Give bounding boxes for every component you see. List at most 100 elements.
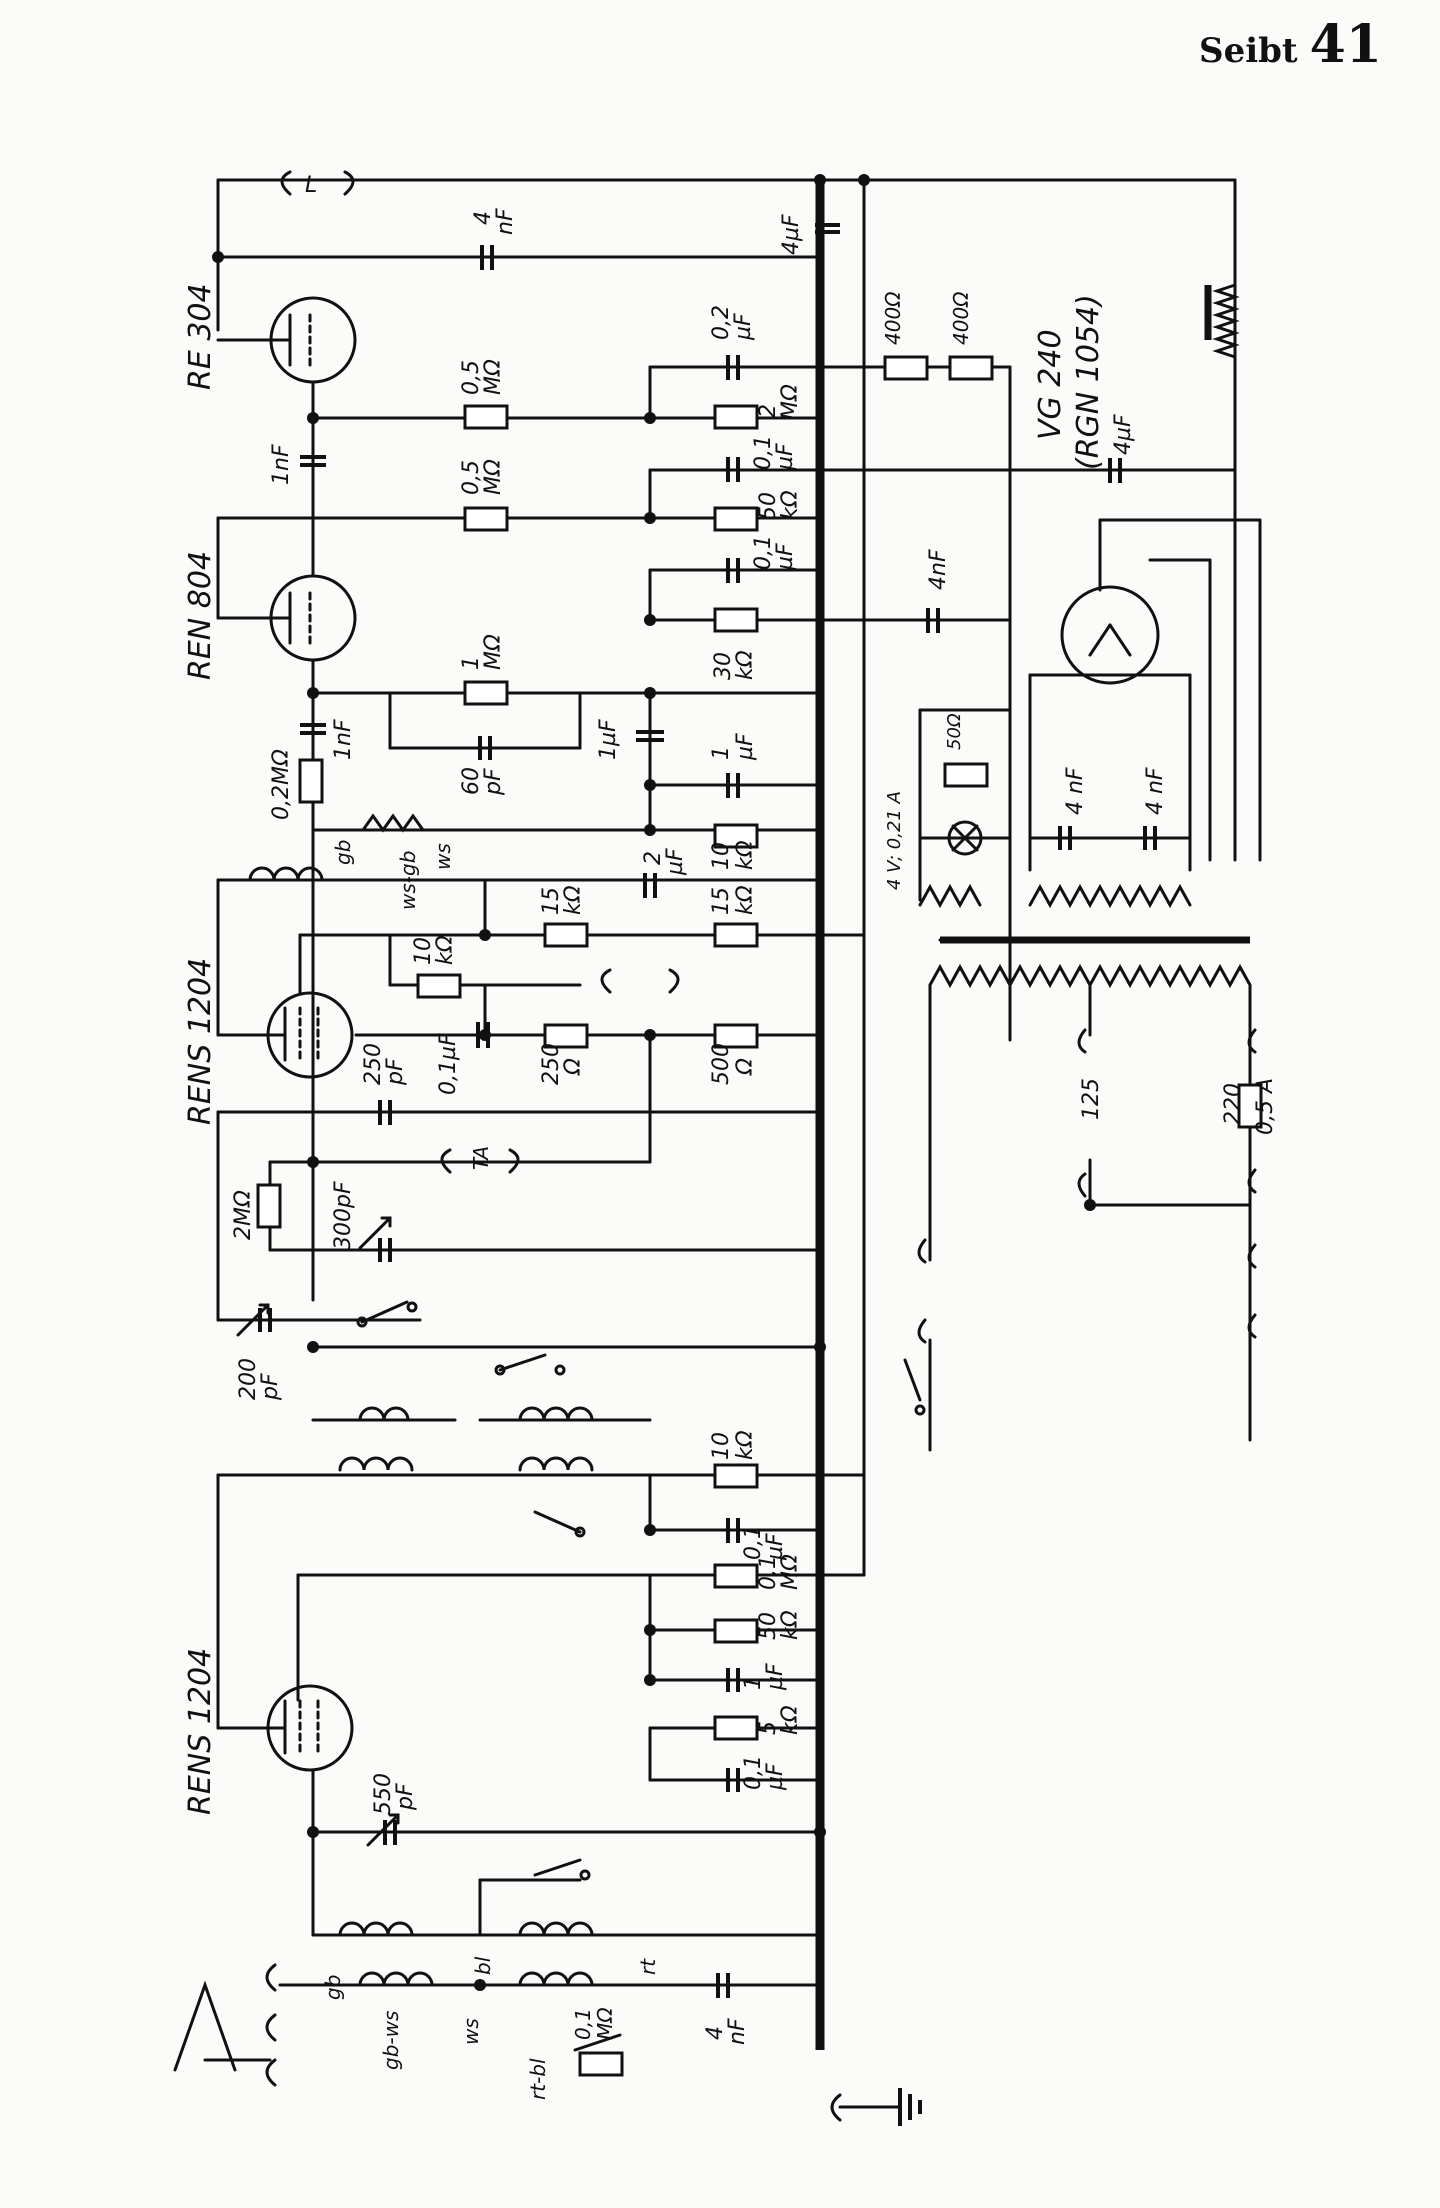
res-label: 2MΩ xyxy=(231,1190,256,1240)
cap-label: 1nF xyxy=(331,719,356,760)
variable-cap-arrow xyxy=(366,1813,400,1847)
cap-label: 2 xyxy=(641,851,666,865)
cap-label: 0,1 xyxy=(741,1755,766,1790)
cap-label: 300pF xyxy=(331,1181,356,1250)
pickup-label: TA xyxy=(469,1146,493,1170)
wire-label: gb xyxy=(331,840,355,865)
fuse-label: 0,5 A xyxy=(1253,1078,1278,1135)
lamp xyxy=(947,820,983,856)
res-label: 10 xyxy=(709,842,734,870)
res-label: MΩ xyxy=(778,1554,803,1590)
cap-label: 0,1 xyxy=(751,535,776,570)
res-label: 50 xyxy=(756,492,781,520)
cap-label: 4µF xyxy=(1111,414,1136,455)
cap-label: µF xyxy=(763,1533,788,1561)
cap-label: nF xyxy=(493,208,518,235)
res-label: Ω xyxy=(561,1058,586,1076)
junction-dots xyxy=(212,174,1096,1991)
res-label: MΩ xyxy=(481,359,506,395)
res-label: 220 xyxy=(1221,1083,1246,1125)
res-label: MΩ xyxy=(481,459,506,495)
res-label: 0,5 xyxy=(459,360,484,395)
cap-label: µF xyxy=(731,313,756,341)
brand-label: Seibt xyxy=(1199,31,1298,71)
switches xyxy=(356,1300,926,2052)
res-label: kΩ xyxy=(733,885,758,915)
res-label: 50 xyxy=(756,1612,781,1640)
tube-label-re304: RE 304 xyxy=(183,283,218,390)
page-header: Seibt 41 xyxy=(1199,14,1382,75)
res-label: 0,1 xyxy=(571,2008,595,2040)
res-label: 30 xyxy=(711,652,736,680)
tube-label-vg240: VG 240 xyxy=(1033,329,1068,440)
res-label: 5 xyxy=(756,1721,781,1735)
cap-label: 4 xyxy=(703,2026,728,2040)
cap-label: 0,2 xyxy=(709,305,734,340)
variable-cap-arrow xyxy=(236,1303,270,1337)
res-label: MΩ xyxy=(593,2007,617,2040)
cap-label: 4 nF xyxy=(1063,767,1088,815)
res-label: 400Ω xyxy=(881,291,905,345)
res-label: 15 xyxy=(709,887,734,915)
res-label: kΩ xyxy=(561,885,586,915)
res-label: 0,1 xyxy=(756,1555,781,1590)
cap-label: 4 nF xyxy=(1143,767,1168,815)
cap-label: 0,1 xyxy=(751,435,776,470)
res-label: kΩ xyxy=(778,490,803,520)
cap-label: 550 xyxy=(371,1773,396,1815)
tube-label-rens1204-a: RENS 1204 xyxy=(183,958,218,1125)
cap-label: 1 xyxy=(741,1676,766,1690)
cap-label: µF xyxy=(733,733,758,761)
cap-label: pF xyxy=(258,1373,283,1401)
wire-label: bl xyxy=(471,1956,495,1975)
tube-alt-label-vg240: (RGN 1054) xyxy=(1071,294,1106,470)
tube-label-rens1204-b: RENS 1204 xyxy=(183,1648,218,1815)
wire-label: ws-gb xyxy=(396,851,420,910)
wire-label: gb xyxy=(321,1975,345,2000)
wire-label: gb-ws xyxy=(379,2011,403,2070)
cap-label: 60 xyxy=(459,767,484,795)
res-label: 0,2MΩ xyxy=(269,749,294,820)
res-label: 400Ω xyxy=(949,291,973,345)
res-label: 1 xyxy=(459,656,484,670)
res-label: MΩ xyxy=(481,634,506,670)
output-transformer xyxy=(1204,283,1240,359)
lamp-label: 4 V; 0,21 A xyxy=(884,791,905,890)
cap-label: 4 xyxy=(471,211,496,225)
tap-label: 125 xyxy=(1079,1078,1104,1120)
cap-label: nF xyxy=(725,2018,750,2045)
jacks xyxy=(265,968,1257,2122)
cap-label: 0,1 xyxy=(741,1525,766,1560)
res-label: kΩ xyxy=(778,1610,803,1640)
cap-label: 4nF xyxy=(926,549,951,590)
res-label: 0,5 xyxy=(459,460,484,495)
wire-label: rt xyxy=(636,1958,660,1975)
antenna-icon xyxy=(173,1980,272,2072)
wire-label: ws xyxy=(431,843,455,870)
res-label: kΩ xyxy=(778,1705,803,1735)
wire-label: ws xyxy=(459,2018,483,2045)
res-label: Ω xyxy=(733,1058,758,1076)
ground-icon xyxy=(838,2088,922,2126)
res-label: 10 xyxy=(411,937,436,965)
cap-label: 200 xyxy=(236,1358,261,1400)
wire-label: rt-bl xyxy=(526,2058,550,2100)
resistor-symbols xyxy=(256,355,1263,2077)
res-label: MΩ xyxy=(778,384,803,420)
cap-label: µF xyxy=(763,1763,788,1791)
tube-rens1204-b xyxy=(216,1684,354,1772)
power-transformer xyxy=(918,883,1252,989)
res-label: kΩ xyxy=(733,650,758,680)
cap-label: pF xyxy=(481,768,506,796)
speaker-jack xyxy=(280,170,355,196)
res-label: 250 xyxy=(539,1043,564,1085)
res-label: 500 xyxy=(709,1043,734,1085)
tube-ren804 xyxy=(216,574,357,662)
variable-cap-arrow xyxy=(358,1216,392,1250)
component-labels: 4 nF 4µF 0,2 µF 1nF 0,5 MΩ 2 MΩ 0,1 µF 0… xyxy=(231,208,1278,2100)
res-label: 15 xyxy=(539,887,564,915)
cap-label: pF xyxy=(393,1783,418,1811)
cap-label: 1µF xyxy=(596,719,621,760)
